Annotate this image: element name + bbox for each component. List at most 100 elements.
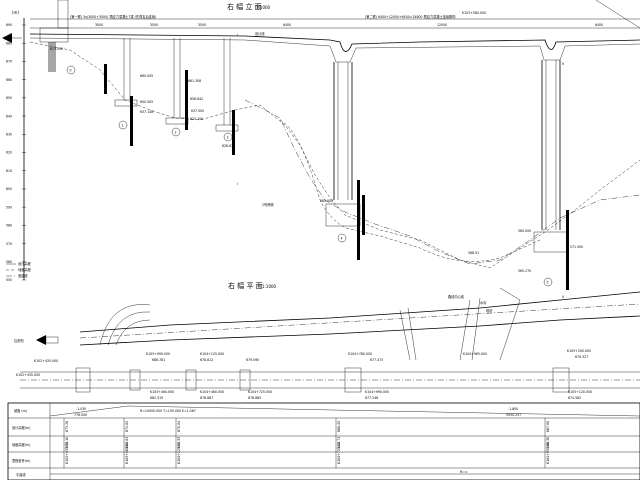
- svg-text:637.500: 637.500: [191, 109, 204, 113]
- svg-text:637.148: 637.148: [140, 110, 153, 114]
- plan-title: 右 幅 平 面: [228, 281, 263, 290]
- svg-text:674.582: 674.582: [568, 396, 581, 400]
- table-cell-stations: K102+435.00: [65, 442, 69, 464]
- svg-text:626.830: 626.830: [222, 144, 235, 148]
- table-cell-stations: K103+460.00: [125, 442, 129, 464]
- elevation-legend: 设计高程 地面高程 竖曲线: [6, 261, 32, 278]
- plan-footing-5: [552, 367, 570, 393]
- row-label-design: 设计高程(m): [12, 425, 30, 430]
- span-label-4: 6400: [283, 23, 291, 27]
- pier-4: 4: [325, 62, 365, 260]
- plan-centerline: [79, 303, 640, 339]
- elevation-title: 右 幅 立 面: [227, 2, 262, 11]
- plan-abutment-arc: [99, 304, 151, 346]
- svg-text:682.315: 682.315: [150, 396, 163, 400]
- plan-start-station: K102+435.000: [16, 373, 40, 377]
- deck-girder-bottom: [29, 37, 640, 63]
- svg-text:679.090: 679.090: [246, 358, 259, 362]
- svg-text:5930.257: 5930.257: [506, 413, 521, 417]
- y-tick-label: 690: [6, 23, 12, 27]
- elevation-y-ticks: 6906806706606506406306206106005905805705…: [6, 23, 26, 282]
- svg-text:686.781: 686.781: [152, 358, 165, 362]
- svg-text:R=10000.000 T=159.000 E=1.06: R=10000.000 T=159.000 E=1.067: [140, 409, 196, 413]
- svg-text:II: II: [562, 62, 564, 66]
- pier-3: 3 I I: [215, 33, 239, 186]
- table-cell-design_elevs: 667.80: [546, 421, 550, 432]
- direction-arrow-elevation: [2, 33, 22, 43]
- plan-footing-4: [344, 367, 362, 393]
- svg-text:623.100: 623.100: [190, 117, 203, 121]
- svg-text:K105+200.000: K105+200.000: [567, 349, 591, 353]
- row-label-ground: 地面高程(m): [12, 442, 30, 447]
- y-tick-label: 630: [6, 132, 12, 136]
- station-top-right: K103+580.000: [462, 11, 486, 15]
- elevation-scale: 1:1000: [256, 5, 271, 10]
- svg-text:I: I: [237, 182, 238, 186]
- svg-text:673.000: 673.000: [50, 47, 63, 51]
- span-label-3: 3500: [198, 23, 206, 27]
- pier-marker-0: [66, 65, 76, 75]
- svg-text:571.500: 571.500: [570, 245, 583, 249]
- group-label-left: (第一联) 3x(3000+3500) 预应力混凝土T梁 (先简支后连续): [70, 14, 156, 19]
- plan-ditch-1: [399, 307, 417, 361]
- deck-label: 设计线: [255, 31, 265, 36]
- table-cell-ground_elevs: 650.33: [177, 437, 181, 448]
- y-tick-label: 580: [6, 224, 12, 228]
- svg-text:585.000: 585.000: [320, 199, 333, 203]
- table-cell-design_elevs: 668.45: [337, 421, 341, 432]
- grade-line-left: [49, 405, 129, 417]
- span-label-5: 12000: [437, 23, 447, 27]
- table-cell-design_elevs: 671.82: [125, 421, 129, 432]
- svg-text:K104+460.000: K104+460.000: [200, 390, 224, 394]
- abutment-0: 0: [39, 0, 76, 75]
- pier-marker-5: [543, 277, 553, 287]
- svg-text:776.000: 776.000: [74, 413, 87, 417]
- y-tick-label: 620: [6, 151, 12, 155]
- svg-text:650.505: 650.505: [140, 100, 153, 104]
- svg-text:588.91: 588.91: [468, 251, 479, 255]
- row-label-curve: 平曲线: [16, 472, 26, 477]
- pier-5: 5 II II: [533, 60, 569, 299]
- plan-feature-patch: [499, 287, 521, 361]
- y-tick-label: 640: [6, 114, 12, 118]
- svg-text:K104+725.000: K104+725.000: [248, 390, 272, 394]
- svg-text:676.887: 676.887: [200, 396, 213, 400]
- group-label-right: (第二联) 6400+12000+6400=24800 预应力混凝土连续刚构: [365, 14, 455, 19]
- plan-footing-2: [185, 369, 197, 391]
- table-cell-design_elevs: 673.28: [65, 421, 69, 432]
- plan-footing-0: [75, 367, 91, 393]
- profile-table-border: [7, 402, 640, 480]
- direction-arrow-plan: 往贵阳: [14, 335, 59, 345]
- pier-marker-3: [223, 132, 233, 142]
- svg-text:I: I: [237, 33, 238, 37]
- plan-ditch-2: [459, 297, 481, 361]
- svg-text:K104+965.000: K104+965.000: [463, 352, 487, 356]
- ground-label: 2号桥墩: [262, 202, 274, 207]
- svg-text:-1.800: -1.800: [508, 407, 518, 411]
- table-cell-design_elevs: 670.04: [177, 421, 181, 432]
- svg-text:677.473: 677.473: [370, 358, 383, 362]
- y-tick-label: 650: [6, 96, 12, 100]
- plan-feature-centerline: 路线中心线: [448, 294, 465, 299]
- y-tick-label: 590: [6, 205, 12, 209]
- profile-table-columns: 673.28672.10K102+435.00671.82660.03K103+…: [63, 418, 550, 468]
- profile-table: 坡度 (m) 设计高程(m) 地面高程(m) 里程桩号(m) 平曲线 -1.03…: [7, 402, 640, 480]
- frame-corner-mark: [595, 0, 640, 29]
- elevation-unit-label: (m): [12, 10, 19, 15]
- deck-girder-top: [29, 33, 640, 52]
- svg-text:K102+435.000: K102+435.000: [34, 359, 58, 363]
- svg-text:3: 3: [227, 136, 229, 140]
- svg-text:K105+120.000: K105+120.000: [568, 390, 592, 394]
- plan-arrow-label: 往贵阳: [14, 338, 24, 343]
- plan-footing-1: [129, 369, 141, 391]
- svg-text:竖曲线: 竖曲线: [18, 273, 28, 278]
- svg-text:0: 0: [70, 69, 72, 73]
- plan-footing-3: [239, 369, 251, 391]
- svg-text:K104+990.000: K104+990.000: [365, 390, 389, 394]
- svg-text:1: 1: [122, 124, 124, 128]
- table-cell-ground_elevs: 672.10: [65, 437, 69, 448]
- pier-1: 1: [104, 38, 138, 146]
- elevation-view: 右 幅 立 面 1:1000 (m) 690680670660650640630…: [2, 0, 640, 299]
- table-cell-stations: K104+125.00: [177, 442, 181, 464]
